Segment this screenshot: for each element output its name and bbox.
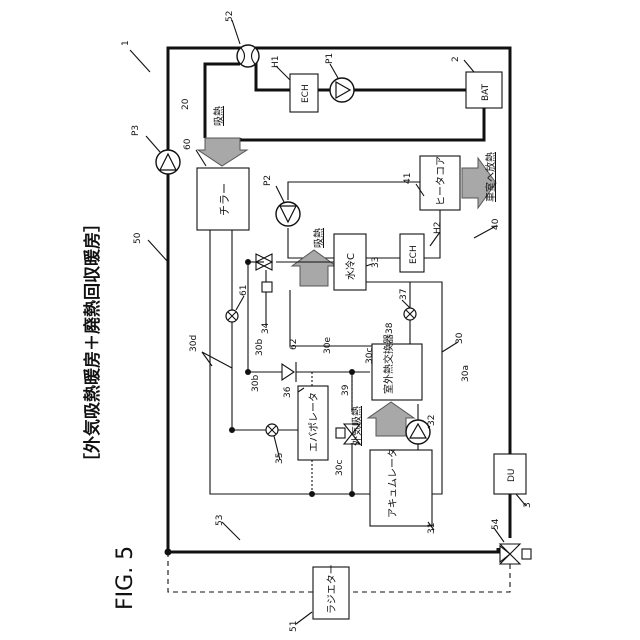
ref-2: 2 [451,56,461,62]
ref-61: 61 [239,285,249,296]
outdoor-heat-exchanger: 室外熱交換器 [372,334,422,400]
absorb-top-text: 吸熱 [212,106,225,126]
water-cooled-label: 水冷C [344,253,357,280]
evaporator-label: エバポレータ [308,392,320,452]
absorb-mid-text: 吸熱 [312,228,325,248]
chiller: チラー [197,168,249,230]
ref-41: 41 [403,173,413,184]
radiator: ラジエター [313,564,349,619]
pump-p1 [330,78,354,102]
ref-30: 30 [455,332,465,344]
ref-p3: P3 [131,125,141,136]
ref-3: 3 [523,502,533,508]
expansion-valve-61 [226,310,238,322]
accumulator-label: アキュムレータ [387,448,399,518]
absorb-arrow-top [198,138,247,166]
three-way-valve-54 [500,544,531,564]
ref-39: 39 [341,384,351,396]
ref-31: 31 [427,523,437,534]
chiller-label: チラー [218,183,231,216]
ref-30b-2: 30b [251,375,261,392]
ref-h2: H2 [433,222,443,235]
ech-mid-label: ECH [409,245,419,264]
to-cabin-text: 車室へ放熱 [484,152,497,202]
ref-53: 53 [215,515,225,526]
ref-30c-2: 30c [335,460,345,476]
accumulator: アキュムレータ [370,448,432,526]
pump-p3 [156,150,180,174]
leader-lines [146,20,526,624]
evaporator: エバポレータ [298,386,328,460]
ref-30d: 30d [189,335,199,352]
ref-37: 37 [399,289,409,300]
battery: BAT [466,72,502,108]
ref-32: 32 [427,415,437,426]
radiator-label: ラジエター [326,564,338,614]
solenoid-valve-34 [256,254,272,292]
valve-52 [237,45,259,67]
ref-20: 20 [181,98,191,110]
du-label: DU [507,468,517,482]
absorb-arrow-mid [292,250,336,286]
ref-30b-1: 30b [255,339,265,356]
ref-52: 52 [225,11,235,22]
ech-top-label: ECH [301,84,311,103]
figure-label: FIG. 5 [113,546,138,610]
ref-33: 33 [371,257,381,268]
ref-36: 36 [283,386,293,398]
figure-title: ［外気吸熱暖房＋廃熱回収暖房］ [82,215,103,470]
expansion-valve-37 [404,308,416,320]
outdoor-hx-label: 室外熱交換器 [382,334,395,394]
ech-heater-h2: ECH [400,234,424,272]
ref-p1: P1 [325,53,335,64]
ref-30e: 30e [323,337,333,354]
pump-p2 [276,202,300,226]
expansion-valve-35 [266,424,278,436]
ref-p2: P2 [263,175,273,186]
check-valve-62 [282,362,296,382]
ref-54: 54 [491,518,501,530]
ref-62: 62 [289,339,299,350]
outside-absorb-text: 外気吸熱 [350,406,363,446]
heater-core: ヒータコア [420,156,460,210]
heater-core-label: ヒータコア [435,156,447,206]
ech-heater-h1: ECH [290,74,318,112]
ref-1: 1 [121,40,131,46]
ref-30c-1: 30c [365,348,375,364]
water-cooled-condenser: 水冷C [334,234,366,290]
battery-label: BAT [481,83,491,101]
drive-unit: DU [494,454,526,494]
ref-38: 38 [385,322,395,334]
ref-30a: 30a [461,365,471,382]
ref-60: 60 [183,138,193,150]
ref-50: 50 [133,232,143,244]
